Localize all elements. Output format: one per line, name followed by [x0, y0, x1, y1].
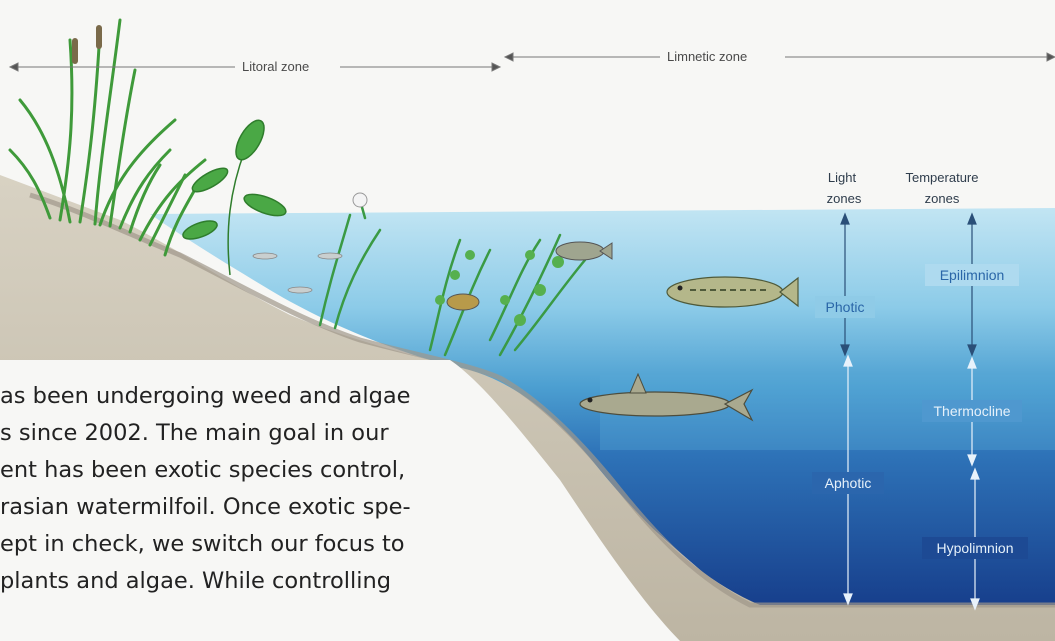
light-zones-header-line1: Light	[828, 170, 857, 185]
body-line: ept in check, we switch our focus to	[0, 526, 470, 563]
thermocline-label: Thermocline	[933, 403, 1010, 419]
flower-icon	[353, 193, 367, 207]
littoral-zone-label: Litoral zone	[242, 59, 309, 74]
body-paragraph: as been undergoing weed and algae s sinc…	[0, 378, 470, 600]
limnetic-zone-label: Limnetic zone	[667, 49, 747, 64]
body-line: ent has been exotic species control,	[0, 452, 470, 489]
limnetic-zone-span	[505, 53, 1055, 61]
temperature-zones-header-line1: Temperature	[906, 170, 979, 185]
aphotic-label: Aphotic	[825, 475, 872, 491]
body-line: rasian watermilfoil. Once exotic spe-	[0, 489, 470, 526]
body-line: s since 2002. The main goal in our	[0, 415, 470, 452]
epilimnion-label: Epilimnion	[940, 267, 1005, 283]
body-line: as been undergoing weed and algae	[0, 378, 470, 415]
hypolimnion-label: Hypolimnion	[936, 540, 1013, 556]
body-line: plants and algae. While controlling	[0, 563, 470, 600]
temperature-zones-header-line2: zones	[925, 191, 960, 206]
light-zones-header-line2: zones	[827, 191, 862, 206]
photic-label: Photic	[826, 299, 865, 315]
